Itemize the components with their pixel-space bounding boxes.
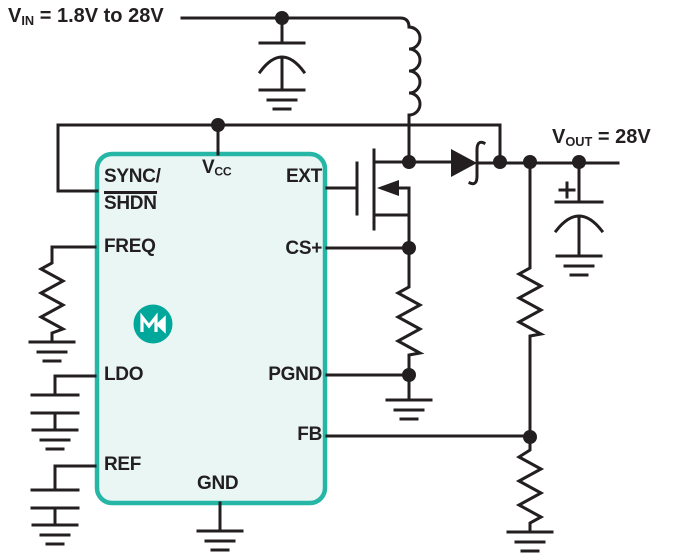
vin-subscript: IN — [21, 12, 35, 28]
ground-icon — [555, 254, 603, 277]
junction-dot — [572, 155, 586, 169]
vin-label: VIN = 1.8V to 28V — [8, 5, 164, 28]
wire-vin — [180, 16, 411, 29]
ground-icon — [31, 428, 79, 451]
ref-capacitor — [30, 464, 97, 546]
vout-subscript: OUT — [565, 133, 593, 149]
feedback-divider — [325, 160, 554, 553]
mosfet-gate — [325, 161, 359, 216]
ground-icon — [196, 529, 244, 552]
current-sense-network — [325, 246, 433, 421]
maxim-logo-icon — [133, 304, 173, 344]
pin-label-fb: FB — [297, 424, 322, 445]
vout-symbol: V — [552, 126, 566, 148]
pin-sync-text: SYNC/ — [104, 166, 161, 187]
junction-dot — [275, 11, 289, 25]
resistor-icon-bottom — [515, 435, 545, 533]
mosfet-body-arrow — [377, 180, 399, 196]
vout-value: = 28V — [592, 126, 651, 148]
vcc-subscript: CC — [214, 164, 232, 179]
capacitor-icon — [30, 464, 97, 527]
capacitor-icon — [257, 16, 307, 92]
ic-outline — [94, 151, 328, 506]
ground-icon — [31, 523, 79, 546]
pin-label-ref: REF — [104, 454, 142, 475]
freq-resistor — [28, 245, 97, 363]
logo-triangle-glyph — [155, 315, 166, 334]
vout-label: VOUT = 28V — [552, 126, 651, 149]
capacitor-icon — [30, 374, 97, 432]
wire-vcc — [56, 123, 502, 193]
input-capacitor — [257, 16, 307, 111]
ground-icon — [385, 398, 433, 421]
inductor-icon — [407, 25, 422, 164]
resistor-icon — [37, 245, 97, 344]
capacitor-icon — [553, 160, 605, 258]
ic-body — [94, 151, 328, 506]
junction-dot — [523, 430, 537, 444]
pin-label-freq: FREQ — [104, 236, 156, 257]
vin-value: = 1.8V to 28V — [34, 5, 164, 27]
ldo-capacitor — [30, 374, 97, 451]
junction-dot — [402, 368, 416, 382]
pin-shdn-text: SHDN — [104, 191, 157, 214]
ground-icon — [28, 340, 76, 363]
junction-dot — [523, 155, 537, 169]
vin-symbol: V — [8, 5, 22, 27]
vcc-rail — [56, 123, 502, 193]
junction-dot — [402, 241, 416, 255]
pin-label-ext: EXT — [285, 166, 322, 187]
ic-gnd-connection — [196, 501, 244, 552]
output-capacitor — [553, 160, 605, 277]
logo-m-glyph — [140, 312, 158, 332]
resistor-icon-top — [515, 160, 546, 439]
junction-dots — [211, 11, 586, 444]
junction-dot — [493, 155, 507, 169]
pin-label-ldo: LDO — [104, 364, 144, 385]
pin-label-vcc: VCC — [202, 157, 232, 179]
diode-triangle — [451, 149, 477, 177]
vin-rail — [180, 16, 422, 164]
resistor-icon — [394, 248, 425, 401]
pin-label-pgnd: PGND — [268, 364, 322, 385]
plus-sign-icon — [558, 181, 576, 199]
ground-icon — [258, 88, 306, 111]
junction-dot — [211, 118, 225, 132]
vcc-symbol: V — [202, 157, 215, 178]
nmos-transistor-icon — [325, 148, 411, 250]
mosfet-body-wire — [396, 186, 411, 250]
ground-icon — [506, 530, 554, 553]
junction-dot — [402, 155, 416, 169]
logo-circle — [133, 304, 173, 344]
pin-label-sync-shdn: SYNC/ SHDN — [104, 163, 161, 217]
pin-label-gnd: GND — [197, 473, 239, 494]
pin-label-cs: CS+ — [285, 238, 322, 259]
